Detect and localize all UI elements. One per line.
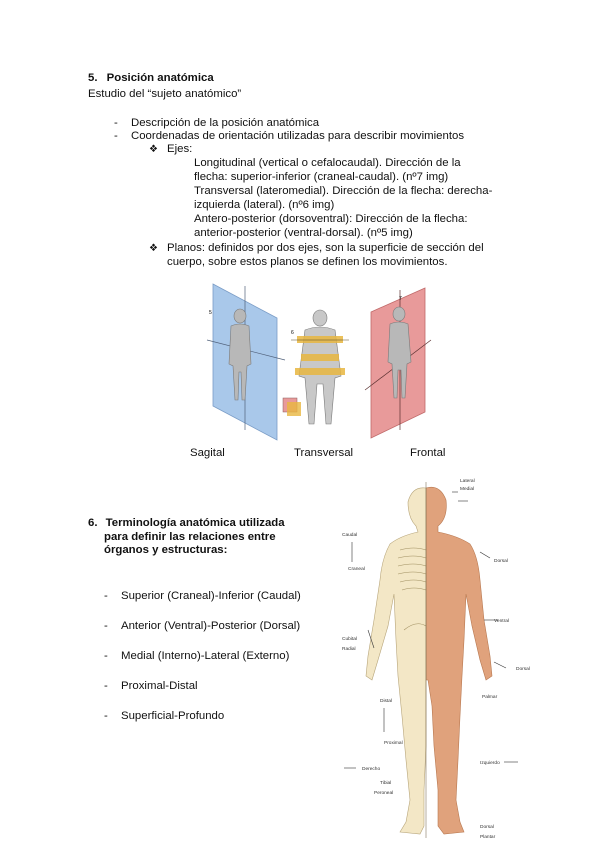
diamond-bullet-icon: ❖ [149, 243, 158, 254]
label-dorsal-2: Dorsal [516, 666, 530, 672]
caption-sagital: Sagital [190, 447, 225, 459]
section6-heading: 6. Terminología anatómica utilizada para… [88, 517, 318, 558]
ejes-line-3: Transversal (lateromedial). Dirección de… [194, 185, 493, 197]
section5-heading: 5. Posición anatómica [88, 72, 214, 86]
diamond-bullet-icon: ❖ [149, 144, 158, 155]
label-proximal: Proximal [384, 740, 403, 746]
label-medial: Medial [460, 486, 474, 492]
caption-transversal: Transversal [294, 447, 354, 459]
section6-item-5: Superficial-Profundo [121, 710, 225, 722]
caption-frontal: Frontal [410, 447, 446, 459]
section6-number: 6. [88, 517, 98, 529]
bullet-dash: - [104, 680, 108, 692]
section6-title-line-2: para definir las relaciones entre [104, 530, 276, 543]
ejes-label: Ejes: [167, 143, 193, 155]
label-craneal: Craneal [348, 566, 365, 572]
label-dorsal-1: Dorsal [494, 558, 508, 564]
bullet-dash: - [104, 590, 108, 602]
plane-number-7: 7 [399, 296, 402, 302]
bullet-dash: - [104, 650, 108, 662]
section6-item-1: Superior (Craneal)-Inferior (Caudal) [121, 590, 301, 602]
bullet-dash: - [114, 117, 118, 129]
section5-subtitle: Estudio del “sujeto anatómico” [88, 88, 242, 100]
section5-number: 5. [88, 72, 98, 84]
direction-arrows [344, 491, 518, 769]
label-ventral: Ventral [494, 618, 509, 624]
section6-item-4: Proximal-Distal [121, 680, 198, 692]
section6-item-2: Anterior (Ventral)-Posterior (Dorsal) [121, 620, 301, 632]
bullet-dash: - [114, 130, 118, 142]
section5-item-2: Coordenadas de orientación utilizadas pa… [131, 130, 465, 142]
section5-item-1: Descripción de la posición anatómica [131, 117, 320, 129]
body-skin-half [425, 486, 493, 835]
label-lateral: Lateral [460, 478, 475, 484]
label-dorsal-3: Dorsal [480, 824, 494, 830]
ejes-line-6: anterior-posterior (ventral-dorsal). (nº… [194, 227, 413, 239]
anatomical-planes-figure: 5 6 7 [206, 283, 432, 441]
section6-title-line-3: órganos y estructuras: [104, 544, 228, 557]
ejes-line-5: Antero-posterior (dorsoventral): Direcci… [194, 213, 468, 225]
label-plantar: Plantar [480, 834, 496, 840]
section6-title-line-1: 6. Terminología anatómica utilizada [88, 517, 285, 529]
ejes-line-1: Longitudinal (vertical o cefalocaudal). … [194, 157, 461, 169]
bullet-dash: - [104, 620, 108, 632]
label-peroneal: Peroneal [374, 790, 393, 796]
ejes-line-2: flecha: superior-inferior (craneal-cauda… [194, 171, 449, 183]
section6-item-3: Medial (Interno)-Lateral (Externo) [121, 650, 290, 662]
label-caudal: Caudal [342, 532, 357, 538]
body-skeleton-half [365, 487, 427, 835]
plane-number-5: 5 [209, 310, 212, 316]
label-palmar: Palmar [482, 694, 498, 700]
label-radial: Radial [342, 646, 356, 652]
label-tibial: Tibial [380, 780, 391, 786]
label-cubital: Cubital [342, 636, 357, 642]
ejes-line-4: izquierda (lateral). (nº6 img) [194, 199, 335, 211]
anatomical-terminology-figure: Lateral Medial Caudal Craneal Dorsal Ven… [334, 470, 536, 846]
label-distal: Distal [380, 698, 392, 704]
label-derecho: Derecho [362, 766, 380, 772]
direction-labels: Lateral Medial Caudal Craneal Dorsal Ven… [342, 478, 530, 840]
plane-number-6: 6 [291, 330, 294, 336]
label-izquierdo: Izquierdo [480, 760, 500, 766]
sagittal-plane-diagram: 5 [206, 283, 286, 441]
planos-line-2: cuerpo, sobre estos planos se definen lo… [167, 256, 448, 268]
bullet-dash: - [104, 710, 108, 722]
planos-line-1: Planos: definidos por dos ejes, son la s… [167, 242, 484, 254]
transverse-plane-diagram: 6 [282, 309, 349, 425]
frontal-plane-diagram: 7 [364, 287, 432, 439]
section5-title: Posición anatómica [106, 72, 214, 84]
